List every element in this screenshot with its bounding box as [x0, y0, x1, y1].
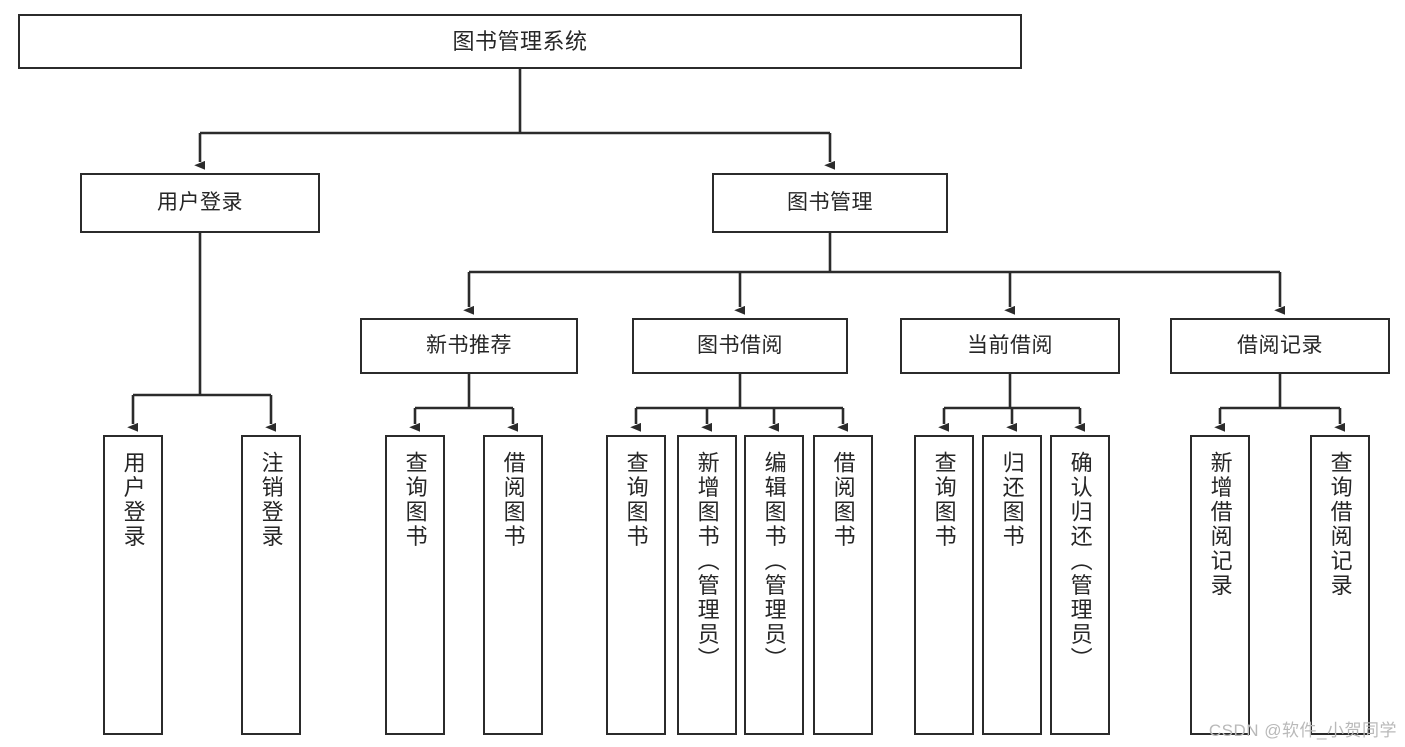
- node-label: 新书推荐: [426, 333, 512, 357]
- node-label: 注销登录: [258, 451, 284, 549]
- node-label: 图书管理: [787, 190, 873, 214]
- node-leaf-bw-edit[interactable]: 编辑图书（管理员）: [744, 435, 804, 735]
- node-leaf-rec-add[interactable]: 新增借阅记录: [1190, 435, 1250, 735]
- node-label: 查询图书: [623, 451, 649, 549]
- node-root[interactable]: 图书管理系统: [18, 14, 1022, 69]
- node-leaf-rec-query[interactable]: 查询借阅记录: [1310, 435, 1370, 735]
- node-leaf-cur-query[interactable]: 查询图书: [914, 435, 974, 735]
- node-label: 确认归还（管理员）: [1067, 451, 1093, 672]
- node-borrow[interactable]: 图书借阅: [632, 318, 848, 374]
- node-label: 图书管理系统: [452, 28, 588, 54]
- node-bookmgmt[interactable]: 图书管理: [712, 173, 948, 233]
- node-leaf-nb-query[interactable]: 查询图书: [385, 435, 445, 735]
- node-label: 查询图书: [402, 451, 428, 549]
- node-label: 新增图书（管理员）: [694, 451, 720, 672]
- node-leaf-cur-return[interactable]: 归还图书: [982, 435, 1042, 735]
- node-label: 用户登录: [157, 190, 243, 214]
- node-label: 当前借阅: [967, 333, 1053, 357]
- node-leaf-bw-add[interactable]: 新增图书（管理员）: [677, 435, 737, 735]
- node-newbook[interactable]: 新书推荐: [360, 318, 578, 374]
- node-leaf-bw-borrow[interactable]: 借阅图书: [813, 435, 873, 735]
- node-label: 新增借阅记录: [1207, 451, 1233, 598]
- node-login[interactable]: 用户登录: [80, 173, 320, 233]
- node-leaf-user-logout[interactable]: 注销登录: [241, 435, 301, 735]
- node-leaf-cur-confirm[interactable]: 确认归还（管理员）: [1050, 435, 1110, 735]
- node-label: 借阅记录: [1237, 333, 1323, 357]
- node-label: 编辑图书（管理员）: [761, 451, 787, 672]
- node-records[interactable]: 借阅记录: [1170, 318, 1390, 374]
- node-current[interactable]: 当前借阅: [900, 318, 1120, 374]
- node-leaf-user-login[interactable]: 用户登录: [103, 435, 163, 735]
- node-label: 借阅图书: [500, 451, 526, 549]
- node-leaf-bw-query[interactable]: 查询图书: [606, 435, 666, 735]
- node-label: 归还图书: [999, 451, 1025, 549]
- node-label: 查询图书: [931, 451, 957, 549]
- node-leaf-nb-borrow[interactable]: 借阅图书: [483, 435, 543, 735]
- csdn-watermark: CSDN @软件_小贺同学: [1208, 721, 1397, 740]
- node-label: 查询借阅记录: [1327, 451, 1353, 598]
- node-label: 借阅图书: [830, 451, 856, 549]
- node-label: 图书借阅: [697, 333, 783, 357]
- node-label: 用户登录: [120, 451, 146, 549]
